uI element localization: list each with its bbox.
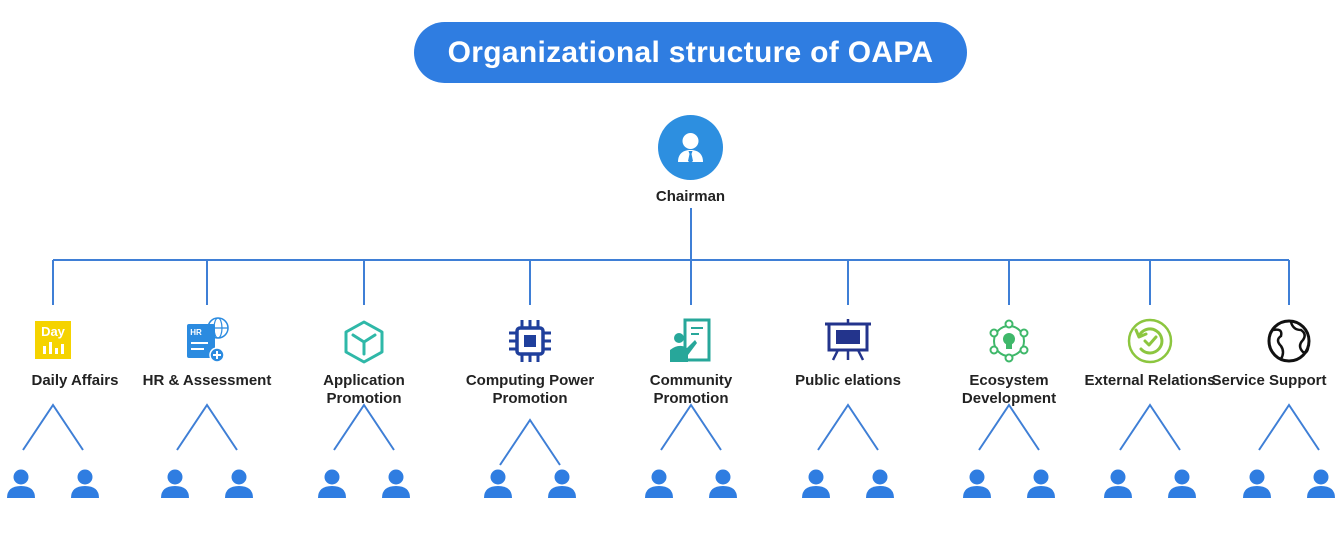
member-person-icon [1027,469,1055,498]
page-title: Organizational structure of OAPA [414,22,967,83]
member-fork-line [333,403,395,451]
member-person-icon [645,469,673,498]
chip-icon [509,320,551,362]
department-label: Daily Affairs [31,372,119,389]
easel-board-icon [825,319,871,361]
member-person-icon [382,469,410,498]
member-person-icon [318,469,346,498]
cube-icon [344,320,384,364]
member-person-icon [1104,469,1132,498]
calendar-day-text: Day [41,324,66,339]
member-person-icon [963,469,991,498]
presenter-board-icon [670,318,711,362]
member-person-icon [1243,469,1271,498]
member-fork-line [22,403,84,451]
member-person-icon [225,469,253,498]
member-person-icon [7,469,35,498]
member-fork-line [978,403,1040,451]
member-person-icon [161,469,189,498]
department-label: Computing Power Promotion [465,372,595,407]
member-fork-line [660,403,722,451]
refresh-check-icon [1127,318,1173,364]
department-label: Public elations [795,372,901,389]
member-person-icon [802,469,830,498]
member-person-icon [1168,469,1196,498]
hr-document-globe-icon: HR [187,317,229,363]
member-fork-line [499,418,561,466]
member-fork-line [817,403,879,451]
network-lightbulb-icon [989,319,1029,363]
chairman-avatar-icon [658,115,723,180]
globe-icon [1267,319,1311,363]
member-person-icon [709,469,737,498]
department-label: Ecosystem Development [961,372,1057,407]
department-label: External Relations [1084,372,1216,389]
member-fork-line [1258,403,1320,451]
chairman-label: Chairman [655,188,726,205]
member-fork-line [176,403,238,451]
member-person-icon [1307,469,1335,498]
department-label: Service Support [1211,372,1327,389]
department-label: HR & Assessment [142,372,272,389]
department-label: Application Promotion [323,372,405,407]
member-person-icon [866,469,894,498]
department-label: Community Promotion [649,372,733,407]
member-fork-line [1119,403,1181,451]
member-person-icon [71,469,99,498]
calendar-day-icon: Day [35,321,71,359]
hr-text: HR [190,328,202,337]
member-person-icon [548,469,576,498]
member-person-icon [484,469,512,498]
